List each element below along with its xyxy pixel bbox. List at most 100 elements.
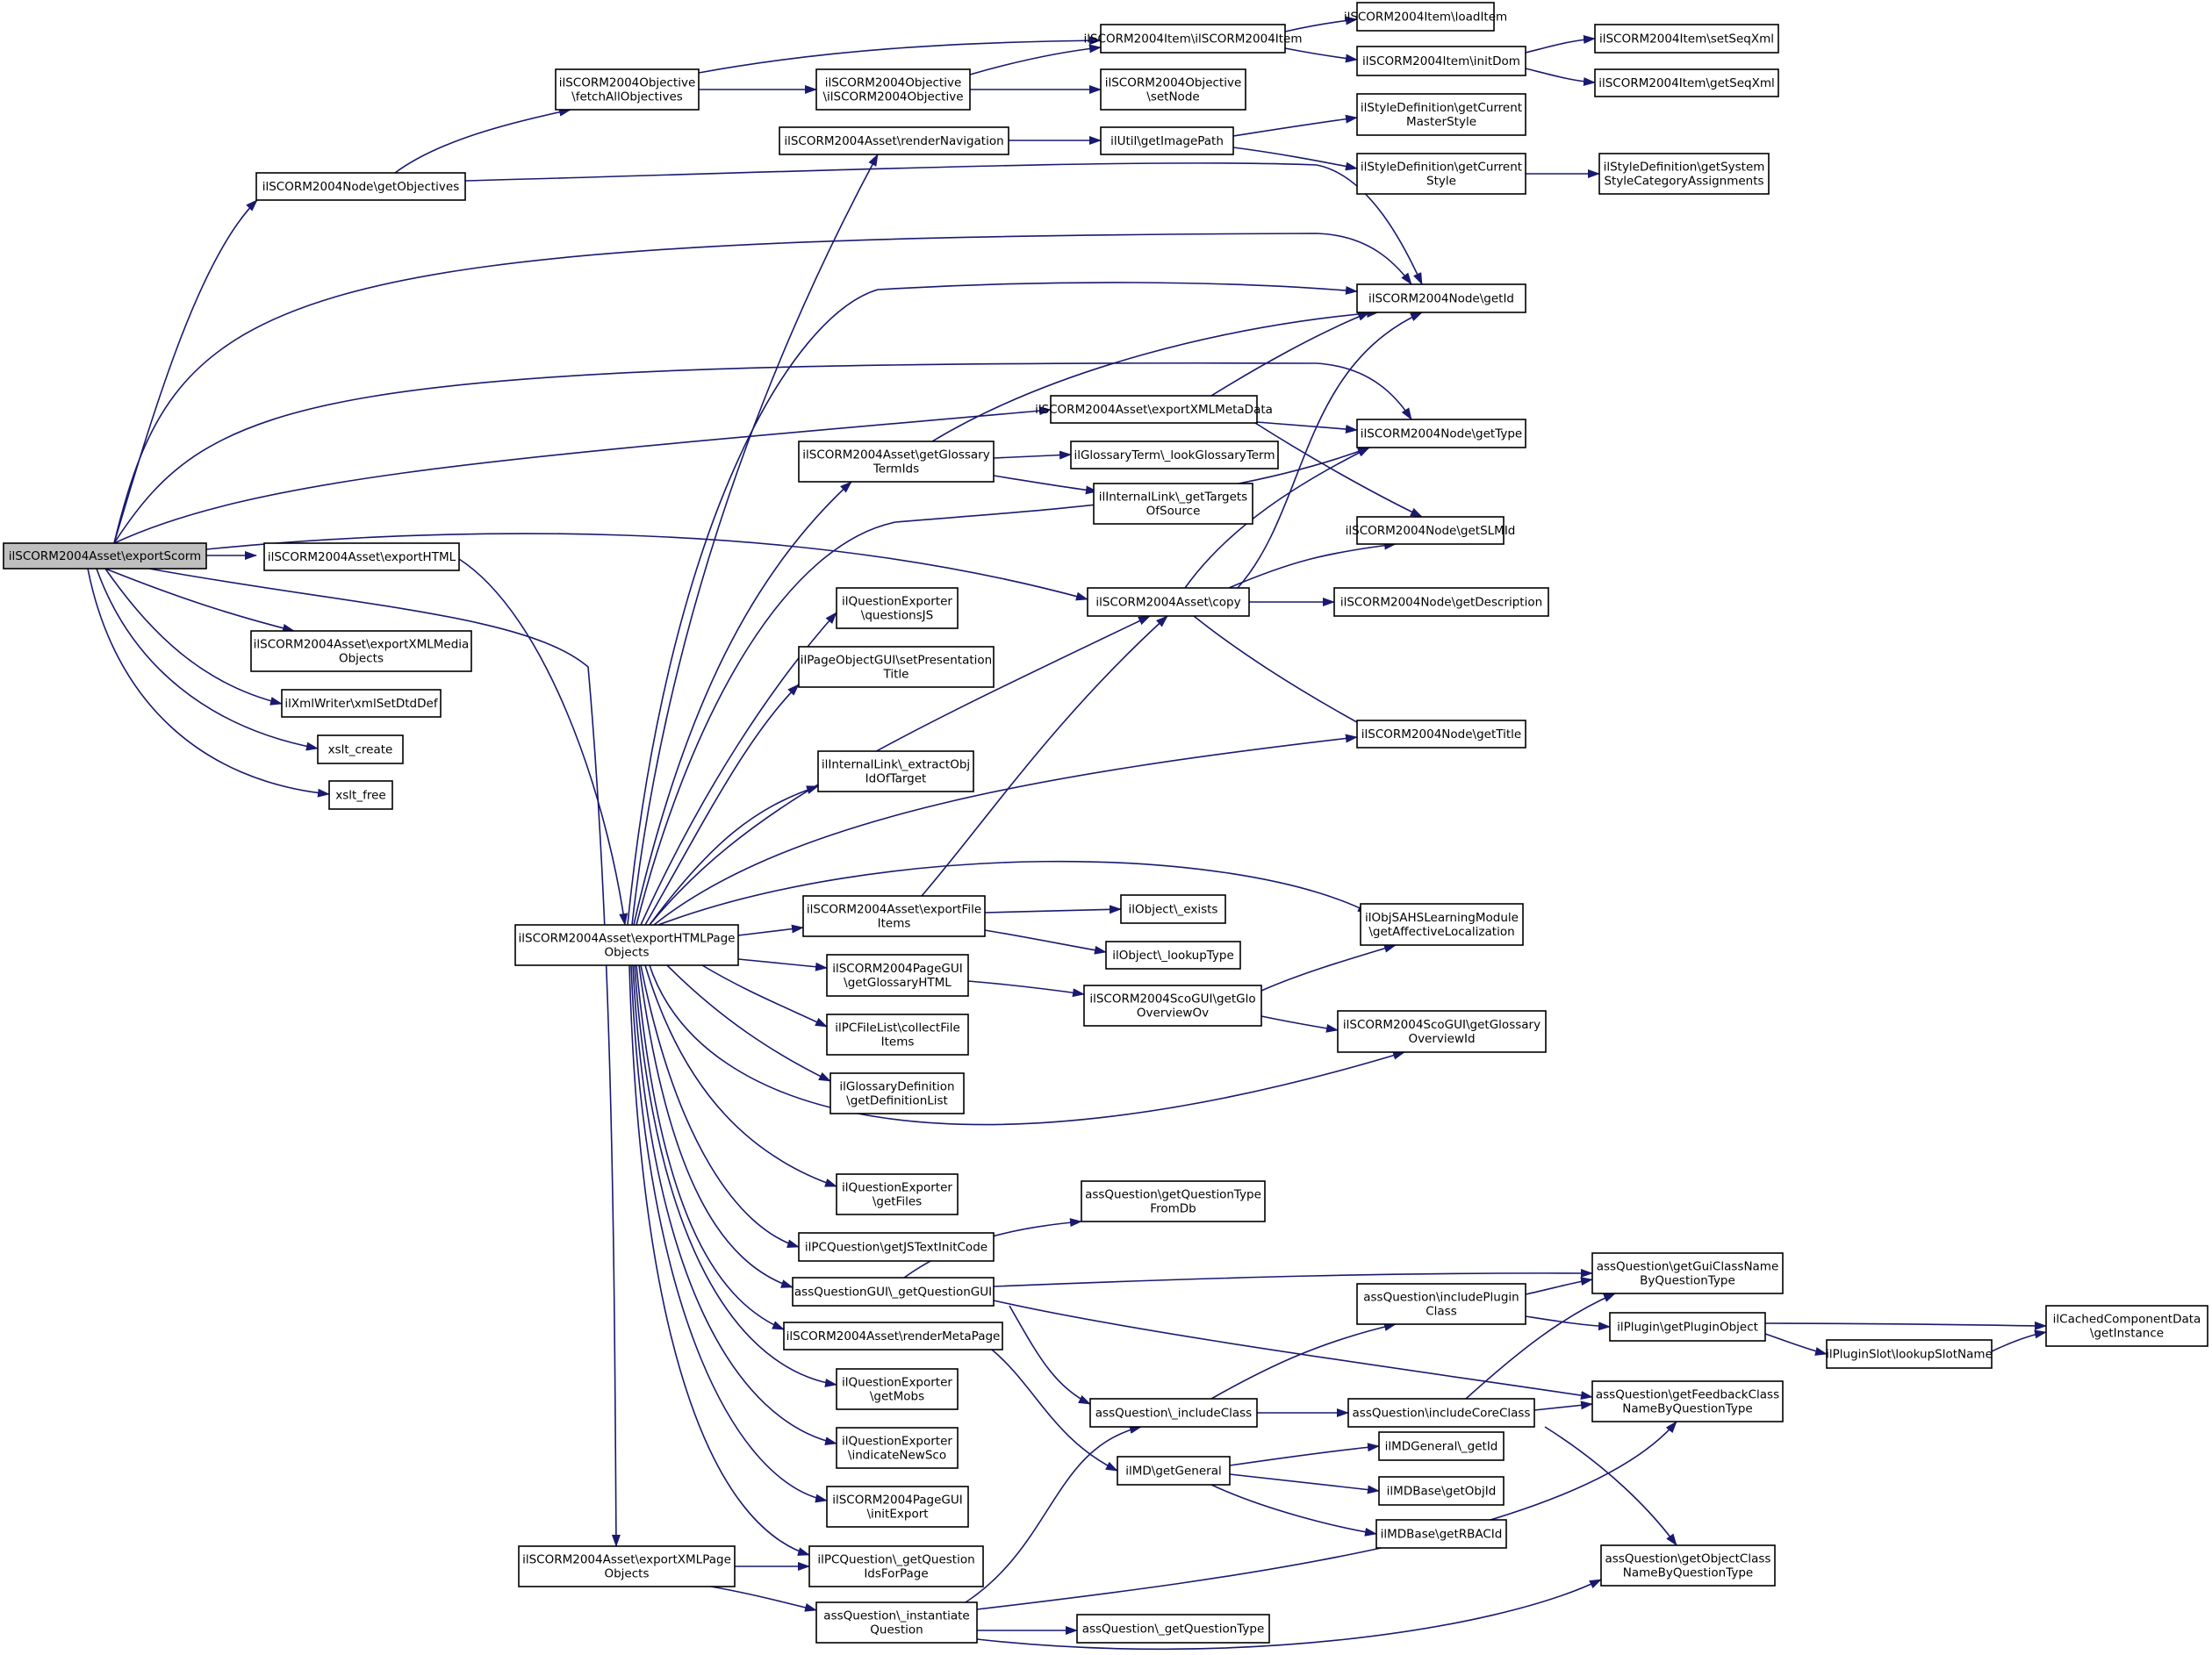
node-item-ctor[interactable]: ilSCORM2004Item\ilSCORM2004Item — [1083, 24, 1303, 54]
node-box — [1356, 46, 1526, 76]
node-label: ilStyleDefinition\getSystem — [1604, 160, 1765, 174]
node-box — [836, 1427, 959, 1469]
node-get-image-path[interactable]: ilUtil\getImagePath — [1100, 126, 1234, 155]
node-get-system-style[interactable]: ilStyleDefinition\getSystemStyleCategory… — [1598, 153, 1770, 195]
call-edge-lookupSlotName — [1991, 1329, 2047, 1352]
node-get-title[interactable]: ilSCORM2004Node\getTitle — [1356, 720, 1526, 749]
node-set-seq-xml[interactable]: ilSCORM2004Item\setSeqXml — [1594, 24, 1779, 54]
node-label: assQuestion\includeCoreClass — [1353, 1406, 1531, 1420]
node-get-instance[interactable]: ilCachedComponentData\getInstance — [2045, 1305, 2208, 1347]
node-label: ilSCORM2004Node\getObjectives — [262, 180, 460, 194]
node-exists[interactable]: ilObject\_exists — [1120, 894, 1226, 924]
node-label: ilSCORM2004PageGUI — [832, 962, 963, 976]
node-label: ilSCORM2004Node\getId — [1368, 291, 1514, 305]
node-lookup-slot-name[interactable]: ilPluginSlot\lookupSlotName — [1826, 1339, 1993, 1369]
node-box — [779, 126, 1009, 155]
node-label: assQuestion\getFeedbackClass — [1596, 1387, 1779, 1401]
node-get-plugin-object[interactable]: ilPlugin\getPluginObject — [1609, 1312, 1766, 1342]
node-render-navigation[interactable]: ilSCORM2004Asset\renderNavigation — [779, 126, 1009, 155]
node-label: ByQuestionType — [1640, 1273, 1735, 1287]
node-get-glossary-h-t-m-l[interactable]: ilSCORM2004PageGUI\getGlossaryHTML — [826, 954, 969, 997]
node-label: ilMDBase\getObjId — [1387, 1484, 1497, 1498]
node-init-export[interactable]: ilSCORM2004PageGUI\initExport — [826, 1486, 969, 1528]
node-label: ilSCORM2004Asset\getGlossary — [802, 448, 989, 462]
node-get-id[interactable]: ilSCORM2004Node\getId — [1356, 283, 1526, 313]
node-xml-set-dtd-def[interactable]: ilXmlWriter\xmlSetDtdDef — [281, 689, 442, 718]
node-copy[interactable]: ilSCORM2004Asset\copy — [1087, 587, 1250, 617]
node-get-r-b-a-c-id[interactable]: ilMDBase\getRBACId — [1375, 1519, 1507, 1549]
node-get-mobs[interactable]: ilQuestionExporter\getMobs — [836, 1368, 959, 1410]
node-export-scorm[interactable]: ilSCORM2004Asset\exportScorm — [3, 542, 207, 570]
node-questions-j-s[interactable]: ilQuestionExporter\questionsJS — [836, 587, 959, 629]
node-get-files[interactable]: ilQuestionExporter\getFiles — [836, 1173, 959, 1215]
node-fetch-all-objectives[interactable]: ilSCORM2004Objective\fetchAllObjectives — [555, 68, 700, 111]
node-indicate-new-sco[interactable]: ilQuestionExporter\indicateNewSco — [836, 1427, 959, 1469]
node-xslt_create[interactable]: xslt_create — [317, 734, 404, 764]
node-label: OverviewOv — [1137, 1006, 1209, 1020]
node-get-definition-list[interactable]: ilGlossaryDefinition\getDefinitionList — [830, 1072, 965, 1114]
node-box — [317, 734, 404, 764]
node-get-object-class-name[interactable]: assQuestion\getObjectClassNameByQuestion… — [1600, 1544, 1776, 1587]
node-label: assQuestion\includePlugin — [1363, 1290, 1519, 1304]
node-get-j-s-text-init-code[interactable]: ilPCQuestion\getJSTextInitCode — [798, 1232, 995, 1262]
node-set-node[interactable]: ilSCORM2004Objective\setNode — [1100, 68, 1246, 111]
node-init-dom[interactable]: ilSCORM2004Item\initDom — [1356, 46, 1526, 76]
node-box — [1333, 587, 1549, 617]
node-get-gui-class-name[interactable]: assQuestion\getGuiClassNameByQuestionTyp… — [1591, 1252, 1784, 1294]
node-md-get-id[interactable]: ilMDGeneral\_getId — [1378, 1431, 1505, 1461]
node-get-question-type[interactable]: assQuestion\_getQuestionType — [1076, 1614, 1270, 1644]
node-label: Objects — [604, 945, 649, 959]
node-lookup-type[interactable]: ilObject\_lookupType — [1105, 941, 1241, 970]
call-edge-getQuestionGUI — [1009, 1305, 1091, 1405]
node-label: ilSCORM2004Objective — [1105, 75, 1242, 90]
node-md-get-general[interactable]: ilMD\getGeneral — [1117, 1456, 1231, 1486]
node-get-question-g-u-i[interactable]: assQuestionGUI\_getQuestionGUI — [792, 1277, 995, 1307]
node-box — [1378, 1476, 1505, 1506]
node-get-affective-localization[interactable]: ilObjSAHSLearningModule\getAffectiveLoca… — [1360, 903, 1524, 946]
node-obj-ctor[interactable]: ilSCORM2004Objective\ilSCORM2004Objectiv… — [815, 68, 971, 111]
call-edge-includeClass — [1210, 1322, 1397, 1400]
node-export-h-t-m-l[interactable]: ilSCORM2004Asset\exportHTML — [263, 542, 460, 571]
node-look-glossary-term[interactable]: ilGlossaryTerm\_lookGlossaryTerm — [1070, 441, 1279, 469]
node-get-seq-xml[interactable]: ilSCORM2004Item\getSeqXml — [1594, 68, 1779, 97]
node-include-class[interactable]: assQuestion\_includeClass — [1089, 1398, 1258, 1428]
call-edge-exportXMLMetaData — [1254, 422, 1423, 518]
node-label: ilPlugin\getPluginObject — [1617, 1320, 1758, 1334]
node-load-item[interactable]: ilSCORM2004Item\loadItem — [1344, 2, 1507, 32]
node-export-x-m-l-meta-data[interactable]: ilSCORM2004Asset\exportXMLMetaData — [1035, 395, 1273, 424]
node-get-s-l-m-id[interactable]: ilSCORM2004Node\getSLMId — [1346, 516, 1516, 545]
node-box — [1356, 516, 1505, 545]
node-box — [808, 1545, 984, 1587]
call-edge-objCtor — [969, 44, 1102, 75]
node-include-core-class[interactable]: assQuestion\includeCoreClass — [1347, 1398, 1535, 1428]
node-render-meta-page[interactable]: ilSCORM2004Asset\renderMetaPage — [783, 1322, 1003, 1351]
node-label: xslt_free — [335, 788, 385, 802]
node-get-objectives[interactable]: ilSCORM2004Node\getObjectives — [255, 172, 466, 201]
node-label: ilSCORM2004Asset\exportXMLPage — [522, 1552, 731, 1566]
node-label: ilSCORM2004Item\getSeqXml — [1598, 76, 1775, 90]
node-xslt_free[interactable]: xslt_free — [328, 780, 393, 810]
node-get-obj-id[interactable]: ilMDBase\getObjId — [1378, 1476, 1505, 1506]
node-box — [1591, 1252, 1784, 1294]
node-get-feedback-class-name[interactable]: assQuestion\getFeedbackClassNameByQuesti… — [1591, 1380, 1784, 1422]
node-get-type[interactable]: ilSCORM2004Node\getType — [1356, 419, 1526, 448]
node-get-description[interactable]: ilSCORM2004Node\getDescription — [1333, 587, 1549, 617]
